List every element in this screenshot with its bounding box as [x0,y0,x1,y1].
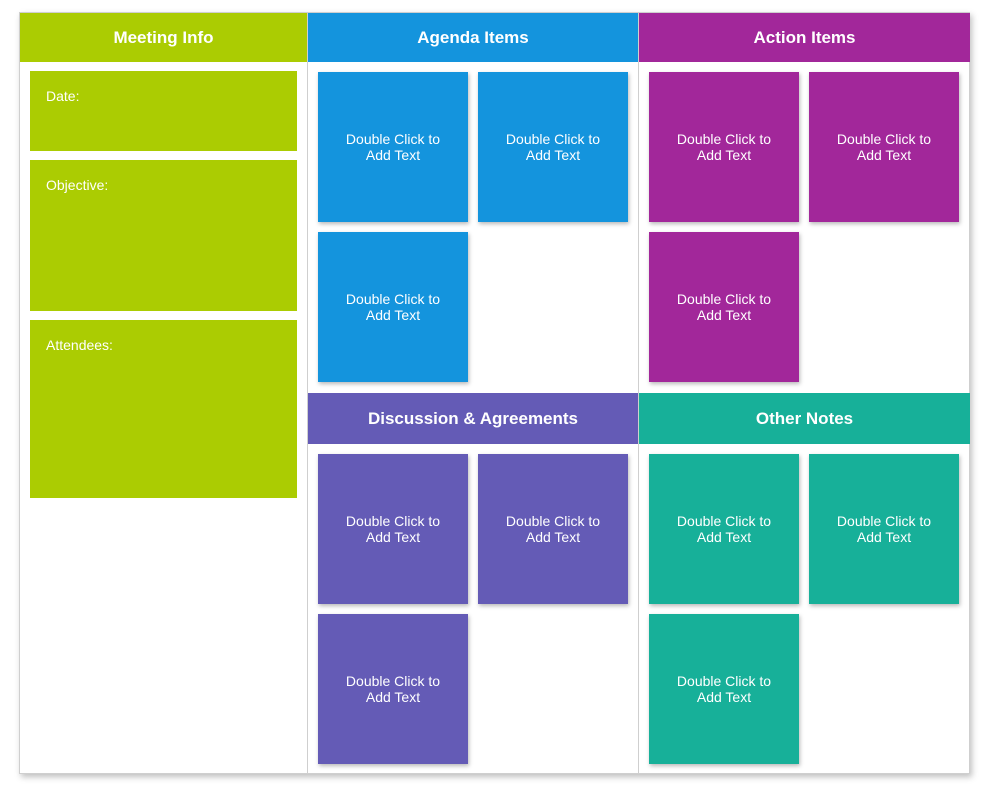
action-items-title: Action Items [753,27,856,47]
discussion-note[interactable]: Double Click to Add Text [318,454,468,604]
meeting-info-header: Meeting Info [20,13,307,62]
action-note[interactable]: Double Click to Add Text [809,72,959,222]
meeting-info-title: Meeting Info [113,27,214,47]
note-text: Double Click to Add Text [345,513,441,545]
agenda-note[interactable]: Double Click to Add Text [318,72,468,222]
other-note[interactable]: Double Click to Add Text [809,454,959,604]
other-note[interactable]: Double Click to Add Text [649,454,799,604]
note-text: Double Click to Add Text [676,673,772,705]
note-text: Double Click to Add Text [676,131,772,163]
attendees-field[interactable]: Attendees: [30,320,297,498]
note-text: Double Click to Add Text [676,291,772,323]
discussion-agreements-header: Discussion & Agreements [308,393,638,444]
discussion-agreements-title: Discussion & Agreements [367,408,579,428]
meeting-board: Meeting Info Date: Objective: Attendees:… [19,12,970,774]
note-text: Double Click to Add Text [345,673,441,705]
attendees-label: Attendees: [46,337,113,353]
action-note[interactable]: Double Click to Add Text [649,72,799,222]
other-notes-title: Other Notes [755,408,854,428]
column-divider [307,13,308,774]
agenda-items-header: Agenda Items [308,13,638,62]
column-divider [638,13,639,774]
note-text: Double Click to Add Text [345,291,441,323]
agenda-note[interactable]: Double Click to Add Text [478,72,628,222]
objective-field[interactable]: Objective: [30,160,297,311]
other-note[interactable]: Double Click to Add Text [649,614,799,764]
agenda-note[interactable]: Double Click to Add Text [318,232,468,382]
action-note[interactable]: Double Click to Add Text [649,232,799,382]
objective-label: Objective: [46,177,109,193]
note-text: Double Click to Add Text [836,513,932,545]
discussion-note[interactable]: Double Click to Add Text [478,454,628,604]
note-text: Double Click to Add Text [836,131,932,163]
other-notes-header: Other Notes [639,393,970,444]
date-label: Date: [46,88,80,104]
note-text: Double Click to Add Text [505,131,601,163]
action-items-header: Action Items [639,13,970,62]
date-field[interactable]: Date: [30,71,297,151]
note-text: Double Click to Add Text [505,513,601,545]
note-text: Double Click to Add Text [345,131,441,163]
note-text: Double Click to Add Text [676,513,772,545]
agenda-items-title: Agenda Items [417,27,529,47]
discussion-note[interactable]: Double Click to Add Text [318,614,468,764]
